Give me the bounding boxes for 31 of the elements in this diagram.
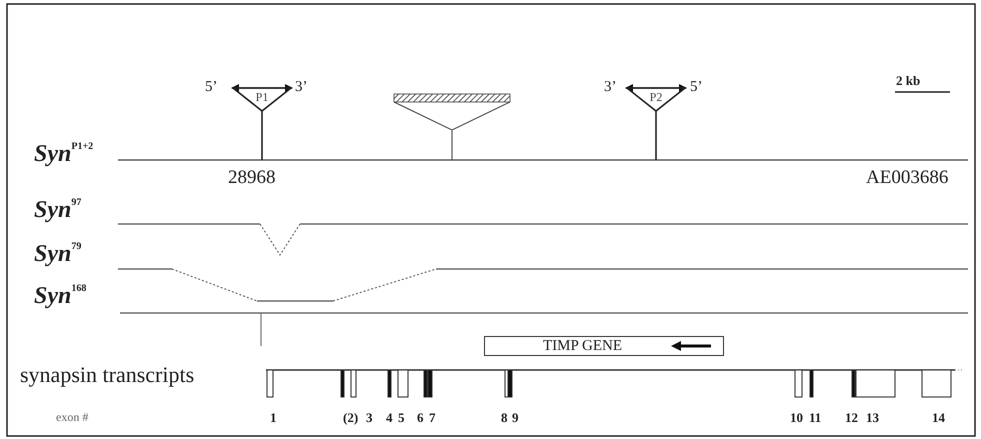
exon-number: 4 bbox=[386, 411, 392, 424]
exon-number: 8 bbox=[501, 411, 508, 424]
end-label: 5’ bbox=[690, 80, 702, 95]
exon-number: 9 bbox=[512, 411, 518, 424]
end-label: 3’ bbox=[295, 80, 308, 95]
exon-number: 10 bbox=[790, 411, 803, 424]
allele-name: Syn$^{97}$ bbox=[34, 198, 82, 222]
promoter-triangle: P1 bbox=[232, 84, 292, 112]
allele-name: Syn$^{P1+2}$ bbox=[34, 142, 94, 166]
end-label: 5’ bbox=[205, 80, 218, 95]
scale-label: 2 kb bbox=[896, 74, 920, 87]
exon-number: (2) bbox=[343, 411, 358, 424]
end-label: 3’ bbox=[604, 80, 616, 95]
exon-number: 6 bbox=[417, 411, 424, 424]
allele-name: Syn$^{79}$ bbox=[34, 242, 82, 266]
exon-number: 11 bbox=[809, 411, 822, 424]
accession-label: AE003686 bbox=[866, 168, 948, 187]
coordinate-label: 28968 bbox=[228, 168, 276, 187]
exon-number: 14 bbox=[932, 411, 945, 424]
promoter-triangle: P2 bbox=[626, 84, 686, 112]
exon-number: 7 bbox=[429, 411, 436, 424]
gene-box bbox=[484, 336, 724, 356]
axis-label: exon # bbox=[56, 411, 88, 423]
exon-number: 1 bbox=[270, 411, 276, 424]
row-label: synapsin transcripts bbox=[20, 364, 194, 386]
exon-number: 13 bbox=[866, 411, 879, 424]
allele-name: Syn$^{168}$ bbox=[34, 284, 86, 308]
exon-number: 5 bbox=[398, 411, 404, 424]
gene-label: TIMP GENE bbox=[543, 339, 622, 354]
exon-number: 3 bbox=[366, 411, 372, 424]
exon-number: 12 bbox=[845, 411, 858, 424]
